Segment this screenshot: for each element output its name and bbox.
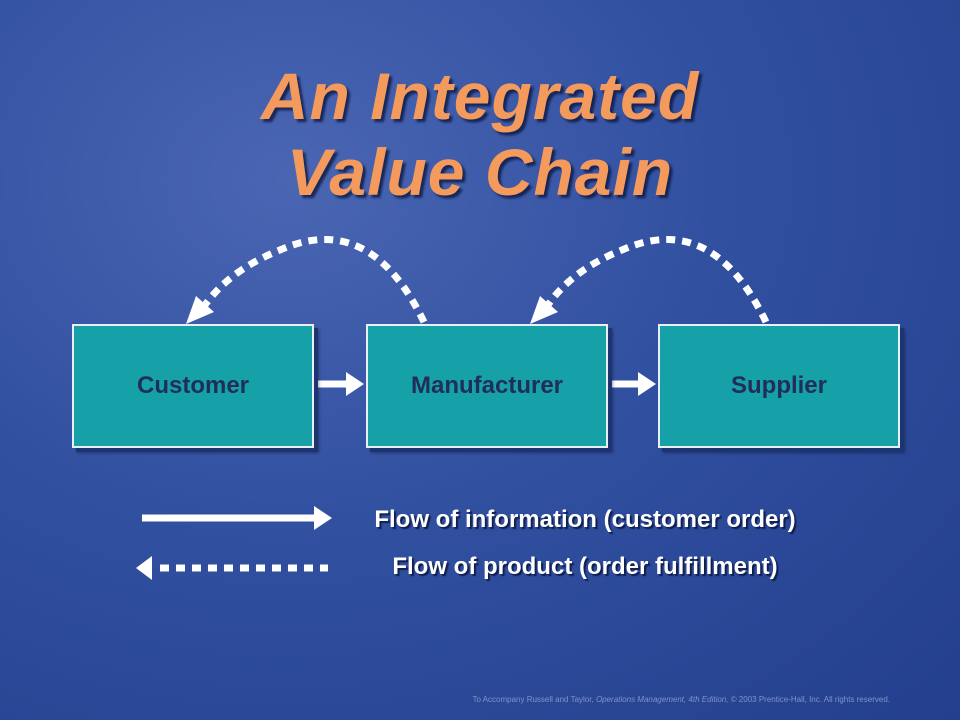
legend-dotted-arrowhead xyxy=(136,556,152,580)
info-flow-arrowhead-supplier xyxy=(638,372,656,396)
copyright-footer: To Accompany Russell and Taylor, Operati… xyxy=(472,695,890,704)
slide-title-line-1: An Integrated xyxy=(260,59,700,133)
product-flow-arrow-manufacturer-to-customer xyxy=(202,235,428,324)
customer-label: Customer xyxy=(136,372,250,399)
manufacturer-label: Manufacturer xyxy=(410,372,564,399)
customer-box: Customer xyxy=(72,324,314,448)
product-flow-arrowhead-customer xyxy=(186,296,214,324)
footer-book-title: Operations Management, 4th Edition, xyxy=(595,695,729,704)
supplier-box: Supplier xyxy=(658,324,900,448)
supplier-label: Supplier xyxy=(730,372,827,399)
slide-title: An Integrated Value Chain xyxy=(0,58,960,210)
footer-suffix: © 2003 Prentice-Hall, Inc. All rights re… xyxy=(728,695,890,704)
product-flow-arrow-supplier-to-manufacturer xyxy=(545,235,770,324)
legend-product-label: Flow of product (order fulfillment) xyxy=(392,553,778,580)
footer-prefix: To Accompany Russell and Taylor, xyxy=(472,695,596,704)
legend-solid-arrowhead xyxy=(314,506,332,530)
product-flow-arrowhead-manufacturer xyxy=(530,296,558,324)
legend-information-label: Flow of information (customer order) xyxy=(374,506,796,533)
slide-title-line-2: Value Chain xyxy=(286,135,674,209)
info-flow-arrowhead-manufacturer xyxy=(346,372,364,396)
manufacturer-box: Manufacturer xyxy=(366,324,608,448)
